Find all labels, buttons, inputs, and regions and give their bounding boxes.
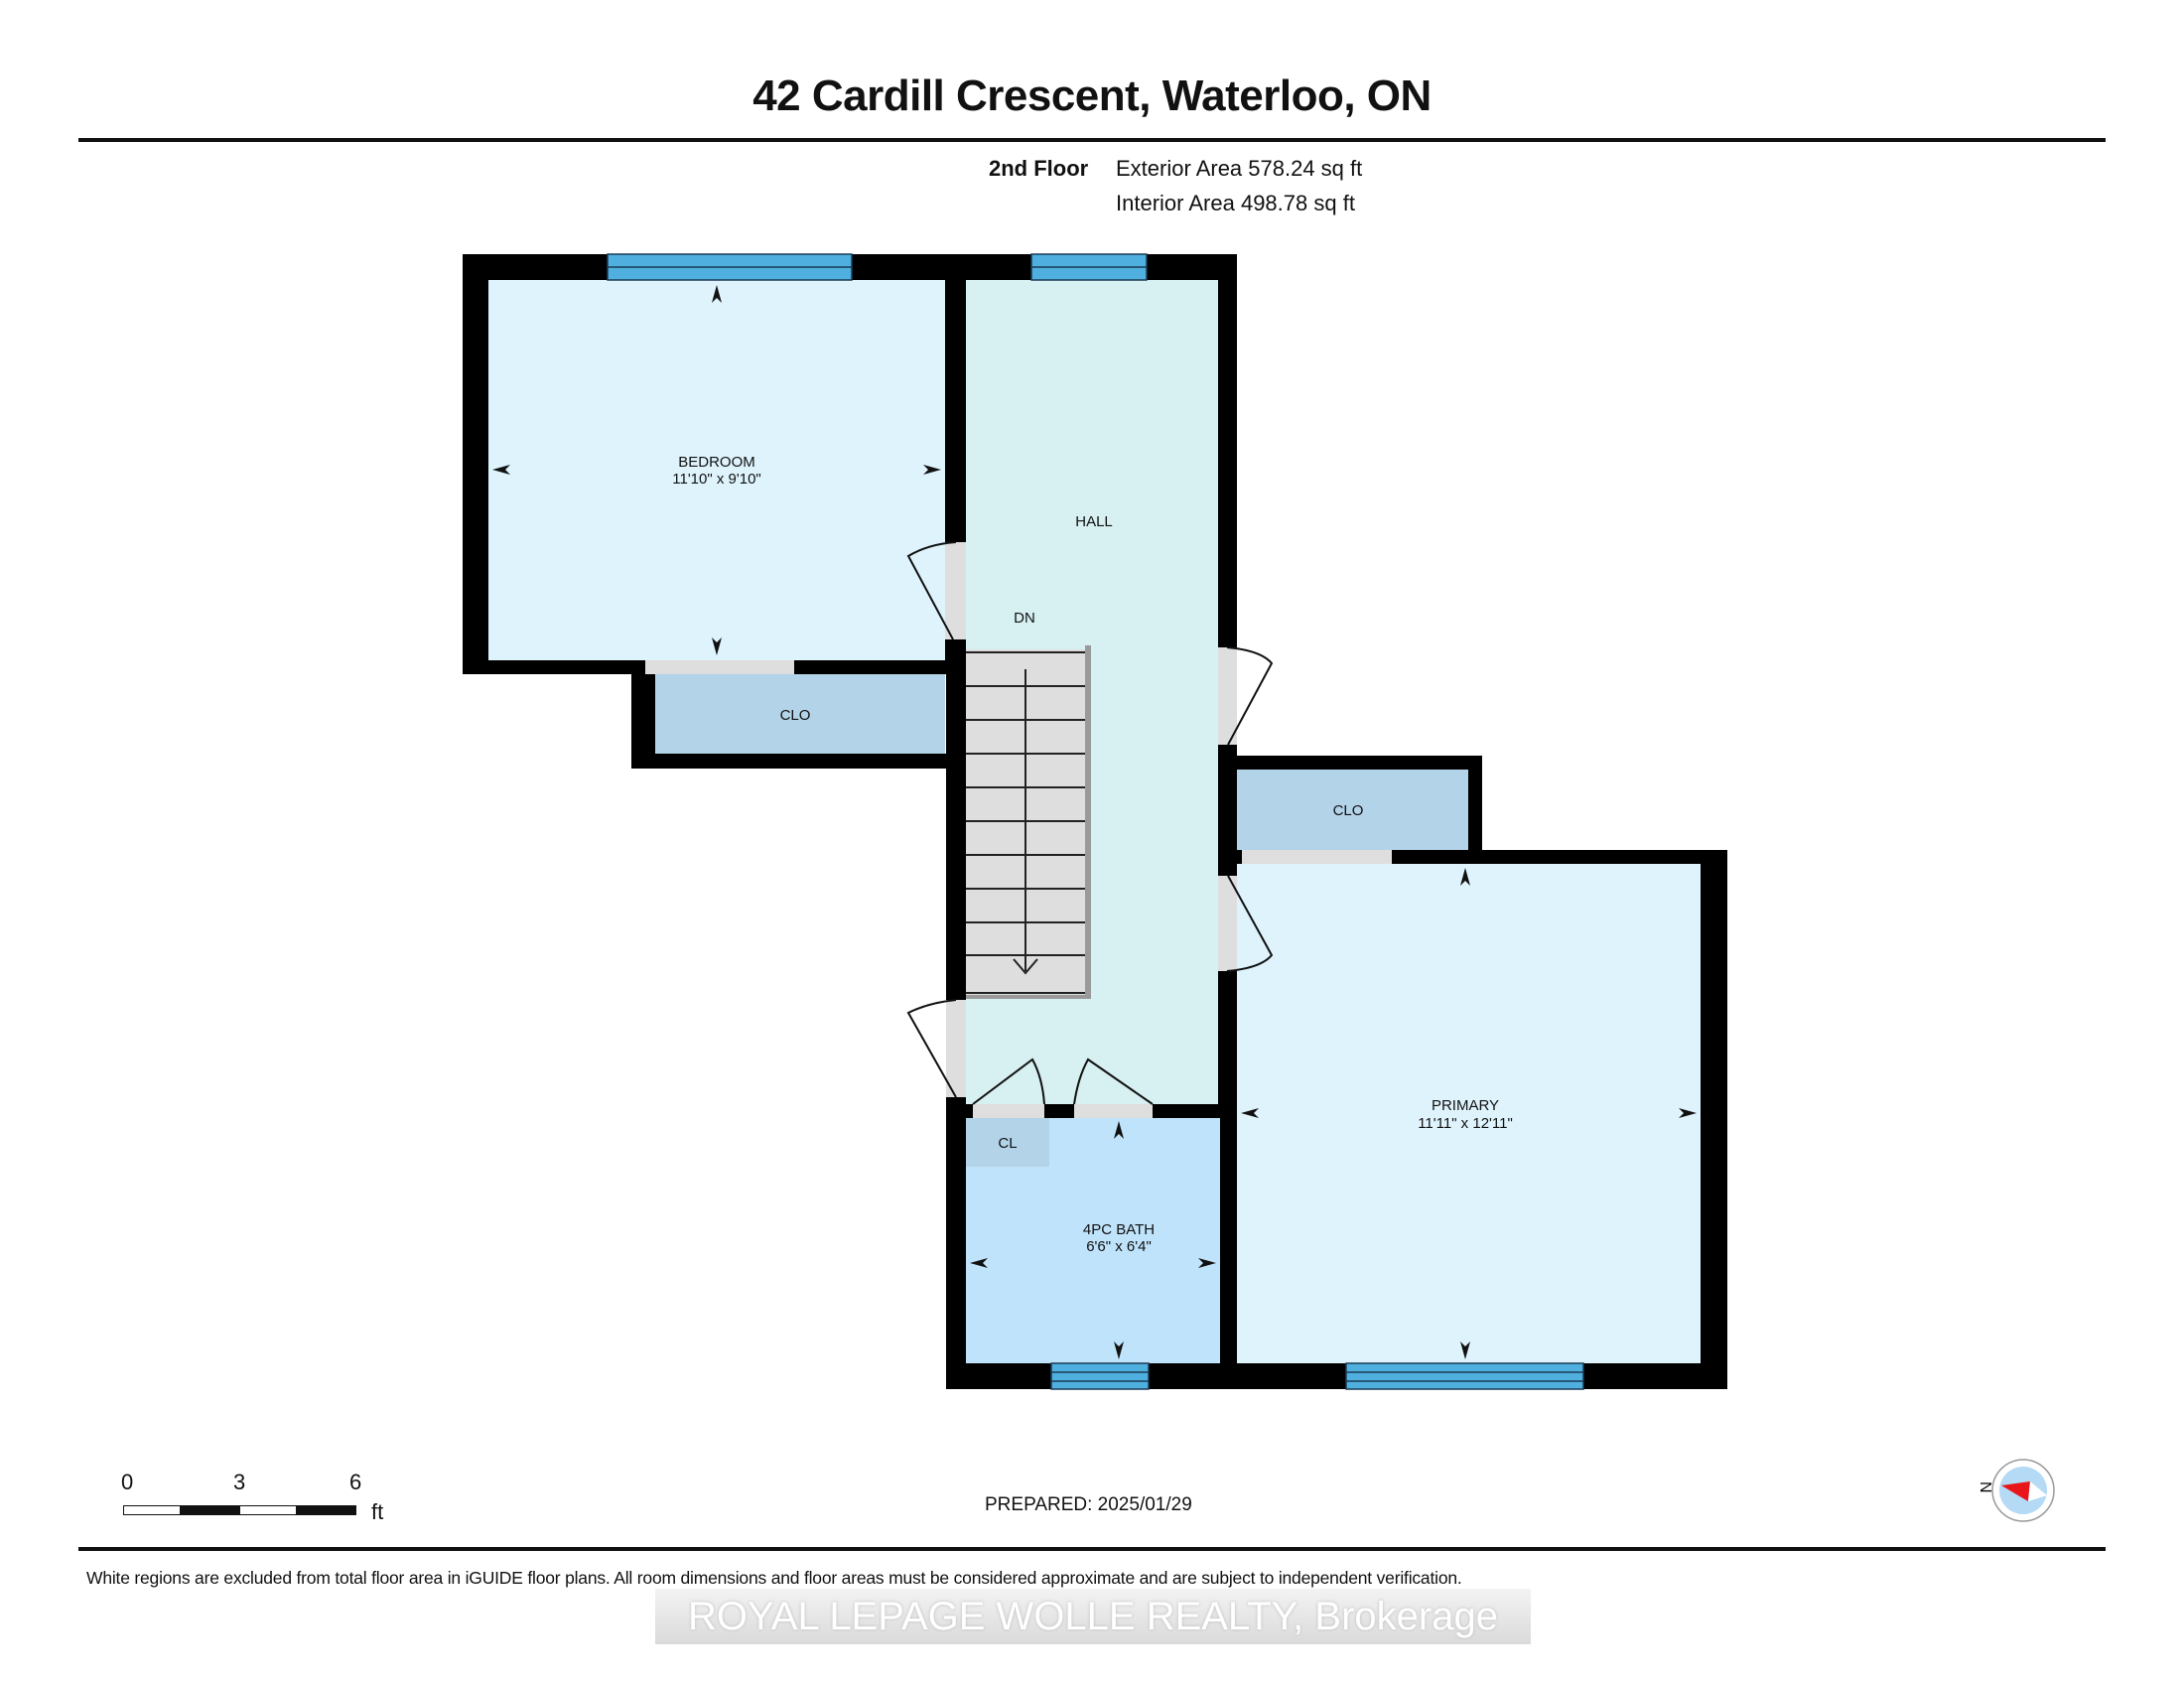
floor-label: 2nd Floor <box>989 156 1089 181</box>
door-icon <box>906 999 957 1098</box>
header-divider <box>78 138 2106 142</box>
scale-tick-6: 6 <box>349 1470 362 1494</box>
cl-floor <box>966 1118 1049 1167</box>
window-icon <box>1030 253 1148 281</box>
bedroom-closet-floor <box>655 674 945 754</box>
page-title: 42 Cardill Crescent, Waterloo, ON <box>752 71 1432 120</box>
bedroom-closet-label: CLO <box>780 707 811 724</box>
door-icon <box>1226 646 1274 746</box>
prepared-date: PREPARED: 2025/01/29 <box>985 1494 1192 1515</box>
compass-north-label: N <box>1978 1481 1993 1493</box>
primary-closet-label: CLO <box>1333 802 1364 819</box>
door-icon <box>906 541 957 640</box>
primary-closet-floor <box>1237 770 1468 850</box>
footer-divider <box>78 1547 2106 1551</box>
hall-label: HALL <box>1075 513 1113 530</box>
exterior-area: Exterior Area 578.24 sq ft <box>1116 156 1363 181</box>
scale-bar: 0 3 6 ft <box>119 1470 417 1539</box>
window-icon <box>1050 1362 1150 1390</box>
scale-tick-3: 3 <box>233 1470 246 1494</box>
dimension-arrows <box>492 285 1697 1359</box>
scale-segment <box>123 1505 181 1515</box>
bedroom-floor <box>488 280 945 660</box>
window-icon <box>607 253 853 281</box>
primary-dims: 11'11" x 12'11" <box>1418 1115 1513 1132</box>
room-fills <box>488 280 1701 1363</box>
interior-area: Interior Area 498.78 sq ft <box>1116 191 1355 215</box>
door-gaps <box>645 542 1392 1118</box>
scale-unit: ft <box>371 1499 384 1524</box>
windows <box>607 253 1584 1390</box>
primary-floor <box>1237 864 1701 1363</box>
door-swings <box>906 541 1274 1105</box>
scale-segment <box>296 1505 356 1515</box>
bedroom-dims: 11'10" x 9'10" <box>672 471 761 488</box>
scale-segment <box>239 1505 297 1515</box>
door-icon <box>972 1057 1045 1105</box>
primary-label: PRIMARY <box>1432 1097 1499 1114</box>
compass-icon: N <box>1978 1459 2055 1522</box>
stairs-down-label: DN <box>1014 610 1035 627</box>
brokerage-watermark: ROYAL LEPAGE WOLLE REALTY, Brokerage <box>655 1589 1531 1644</box>
window-icon <box>1345 1362 1584 1390</box>
door-icon <box>1073 1057 1154 1105</box>
bath-dims: 6'6" x 6'4" <box>1086 1238 1152 1255</box>
bedroom-label: BEDROOM <box>678 454 755 471</box>
bath-label: 4PC BATH <box>1083 1221 1155 1238</box>
scale-segment <box>180 1505 240 1515</box>
scale-tick-0: 0 <box>121 1470 134 1494</box>
door-icon <box>1226 875 1274 972</box>
linen-closet-label: CL <box>998 1135 1017 1152</box>
stairs <box>966 645 1091 999</box>
disclaimer-text: White regions are excluded from total fl… <box>86 1568 1462 1588</box>
